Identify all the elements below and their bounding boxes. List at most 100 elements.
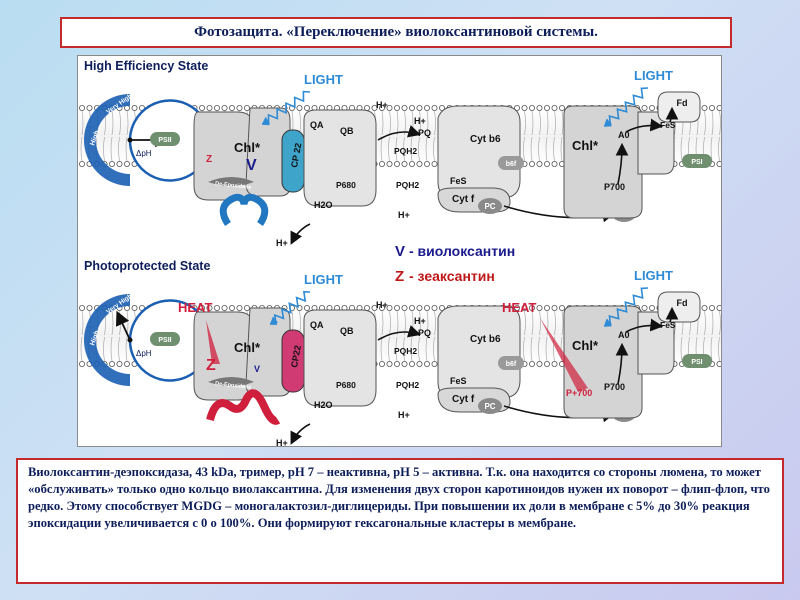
fes-to-fd-arrow [665,106,679,123]
lipid-head [528,161,535,168]
lipid-head [641,305,648,312]
lipid-head [124,361,131,368]
lipid-head [86,305,93,312]
lipid-head [401,305,408,312]
lipid-head [131,305,138,312]
pc-oval-left [478,398,502,414]
cyt-f-label: Cyt f [452,394,475,405]
a0-label: A0 [618,330,630,340]
lipid-head [79,305,85,312]
cyt-b6-label: Cyt b6 [470,334,501,345]
lipid-head [438,105,445,112]
qa-label: QA [310,320,324,330]
lipid-head [199,105,206,112]
lipid-head [371,305,378,312]
b6f-label: b6f [506,161,517,168]
de-epoxidase-enzyme [208,377,254,386]
lipid-head [416,105,423,112]
psii-pill [150,132,180,146]
psii-core [303,309,377,407]
lipid-head [236,305,243,312]
lipid-tail [433,310,436,362]
violaxanthin-ring [219,193,269,226]
ph-delta-label: ΔpH [136,149,152,158]
de-epoxidase-label: De-Epoxidase [215,181,252,191]
lipid-tail [553,110,556,162]
a0-to-fes-arrow [625,318,664,333]
light-ray-left [261,90,311,126]
p700-label: P700 [604,382,625,392]
fd-label: Fd [677,98,688,108]
legend-v-key: V [395,243,405,260]
ph-needle [115,310,131,341]
h2o-label: H2O [314,400,333,410]
lipid-head [416,161,423,168]
slide-title: Фотозащита. «Переключение» виолоксантино… [60,17,732,48]
pqh2-label-top: PQH2 [394,346,417,356]
lipid-head [423,305,430,312]
pqh2-label-bottom: PQH2 [396,180,419,190]
fd-label: Fd [677,298,688,308]
pqh2-label-top: PQH2 [394,146,417,156]
h-plus-lumen-mid: H+ [398,410,410,420]
light-ray-right-head [604,318,612,326]
lipid-tail [80,310,84,362]
h-plus-lumen-left: H+ [276,238,288,248]
qb-label: QB [340,126,354,136]
lipid-head [551,361,558,368]
carotenoid-v-letter: V [246,157,257,174]
lipid-tail [388,310,391,362]
cp22-label: CP22 [289,344,303,368]
lipid-head [528,105,535,112]
psii-label: PSII [158,137,171,144]
h-plus-stroma-left: H+ [376,300,388,310]
fes-label-psi: FeS [660,120,676,130]
lipid-head [416,305,423,312]
qa-label: QA [310,120,324,130]
lipid-head [528,361,535,368]
heat-wedge-right [540,318,588,392]
p680-label: P680 [336,180,356,190]
heat-wedge-left [206,320,220,364]
lipid-tail [425,110,429,162]
light-ray-right-head [604,118,612,126]
cp22-label: CP 22 [289,142,303,168]
lipid-tail [718,310,721,362]
ph-needle-pivot [127,137,133,143]
state-heading: Photoprotected State [84,259,210,273]
lipid-head [79,105,85,112]
lipid-head [243,305,250,312]
lipid-tail [110,310,114,362]
lipid-head [716,105,721,111]
psii-label: PSII [158,337,171,344]
lipid-head [543,361,550,368]
lipid-head [221,305,228,312]
pq-label-top: PQ [418,128,431,138]
p680-label: P680 [336,380,356,390]
lipid-head [401,105,408,112]
psii-pill [150,332,180,346]
lipid-tail [380,310,384,362]
psi-label: PSI [691,159,702,166]
legend-z-text: - зеаксантин [409,268,495,284]
lipid-head [536,161,543,168]
lipid-tail [118,110,121,162]
lipid-head [303,305,310,312]
lipid-head [551,105,558,112]
carotenoid-v-letter: V [254,364,260,374]
lipid-head [206,305,213,312]
lipid-head [378,361,385,368]
legend-z-key: Z [395,268,404,285]
lipid-tail [560,110,564,162]
b6f-pill [498,156,524,170]
lipid-head [401,161,408,168]
psii-core [303,109,377,207]
lipid-tail [388,110,391,162]
legend: V - виолоксантин Z - зеаксантин [395,243,515,285]
lipid-head [393,105,400,112]
lipid-head [551,305,558,312]
lipid-head [521,105,528,112]
lipid-head [213,305,220,312]
lipid-head [716,161,721,167]
